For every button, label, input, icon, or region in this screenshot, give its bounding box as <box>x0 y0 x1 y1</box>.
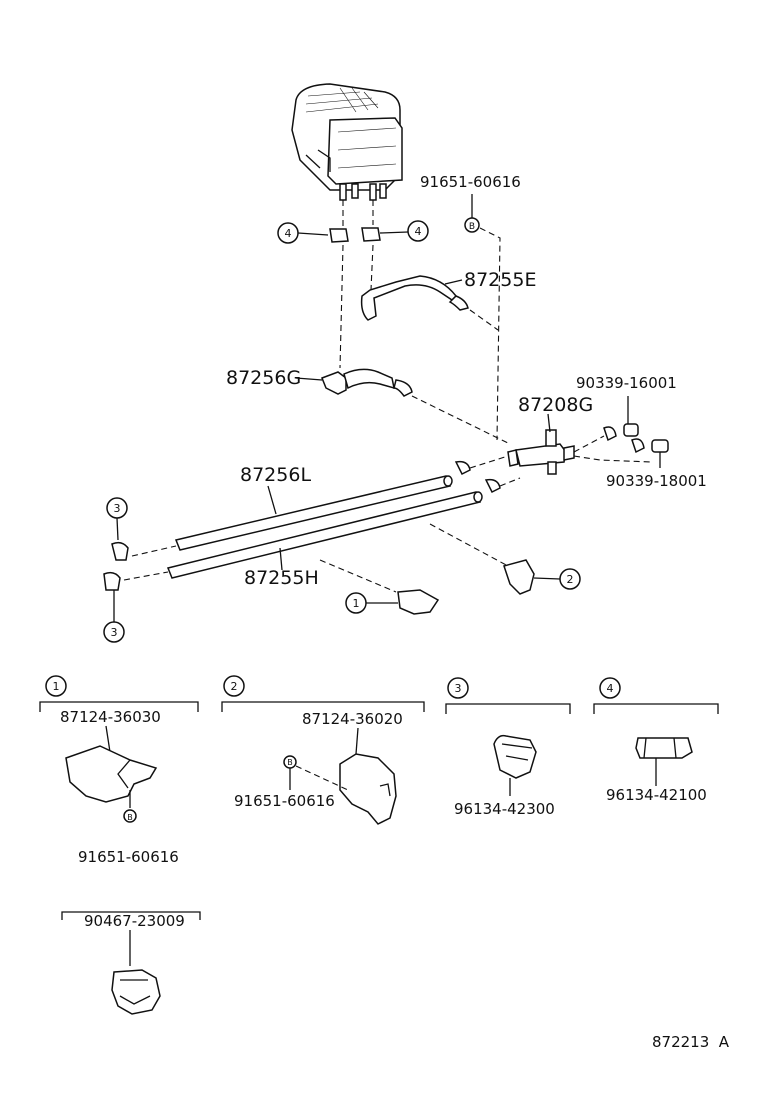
clip-3-lower: 3 <box>103 571 125 643</box>
bracket-1: 1 <box>345 589 440 615</box>
label-90339-16001: 90339-16001 <box>576 374 677 392</box>
hose-87255e <box>360 275 469 321</box>
label-91651-60616-group2: 91651-60616 <box>234 792 335 810</box>
group2-callout-num: 2 <box>231 680 238 693</box>
bolt-top-b: B <box>469 222 475 232</box>
detail-group-3: 3 96134-42300 <box>445 677 571 818</box>
fitting-87208g <box>507 429 575 475</box>
clip-3-upper: 3 <box>106 497 129 561</box>
bolt-top: B <box>464 194 480 233</box>
detail-group-5: 90467-23009 <box>61 911 201 1015</box>
label-96134-42300: 96134-42300 <box>454 800 555 818</box>
reference-number: 872213 A <box>652 1033 730 1051</box>
label-87124-36020: 87124-36020 <box>302 710 403 728</box>
label-90339-18001: 90339-18001 <box>606 472 707 490</box>
label-87208g: 87208G <box>518 394 593 416</box>
clip-90339-18001 <box>631 438 669 468</box>
label-91651-60616-group1: 91651-60616 <box>78 848 179 866</box>
group1-callout-num: 1 <box>53 680 60 693</box>
detail-group-4: 4 96134-42100 <box>593 677 719 804</box>
label-87256g: 87256G <box>226 367 301 389</box>
clip-tube-lower <box>484 478 501 494</box>
clip-tube-upper <box>454 460 471 476</box>
tube-87255h <box>166 491 483 579</box>
label-96134-42100: 96134-42100 <box>606 786 707 804</box>
callout-3-upper-num: 3 <box>114 502 121 515</box>
clip-90339-16001 <box>603 396 639 442</box>
label-87124-36030: 87124-36030 <box>60 708 161 726</box>
group4-callout-num: 4 <box>607 682 614 695</box>
group1-bolt-b: B <box>127 813 133 822</box>
bracket-2: 2 <box>503 559 581 595</box>
detail-group-1: 1 87124-36030 B 91651-60616 <box>39 675 199 866</box>
clip-4-right: 4 <box>361 220 429 242</box>
callout-3-lower-num: 3 <box>111 626 118 639</box>
clip-4-left: 4 <box>277 222 349 244</box>
tube-87256l <box>174 475 453 551</box>
callout-4-left-num: 4 <box>285 227 292 240</box>
label-90467-23009: 90467-23009 <box>84 912 185 930</box>
callout-2-num: 2 <box>567 573 574 586</box>
label-87255e: 87255E <box>464 269 536 291</box>
detail-group-2: 2 87124-36020 B 91651-60616 <box>221 675 425 825</box>
group3-callout-num: 3 <box>455 682 462 695</box>
callout-1-num: 1 <box>353 597 360 610</box>
label-87255h: 87255H <box>244 567 319 589</box>
hose-87256g <box>321 368 413 397</box>
valve-assembly <box>291 83 403 201</box>
label-91651-60616-top: 91651-60616 <box>420 173 521 191</box>
group2-bolt-b: B <box>287 758 293 767</box>
label-87256l: 87256L <box>240 464 311 486</box>
callout-4-right-num: 4 <box>415 225 422 238</box>
